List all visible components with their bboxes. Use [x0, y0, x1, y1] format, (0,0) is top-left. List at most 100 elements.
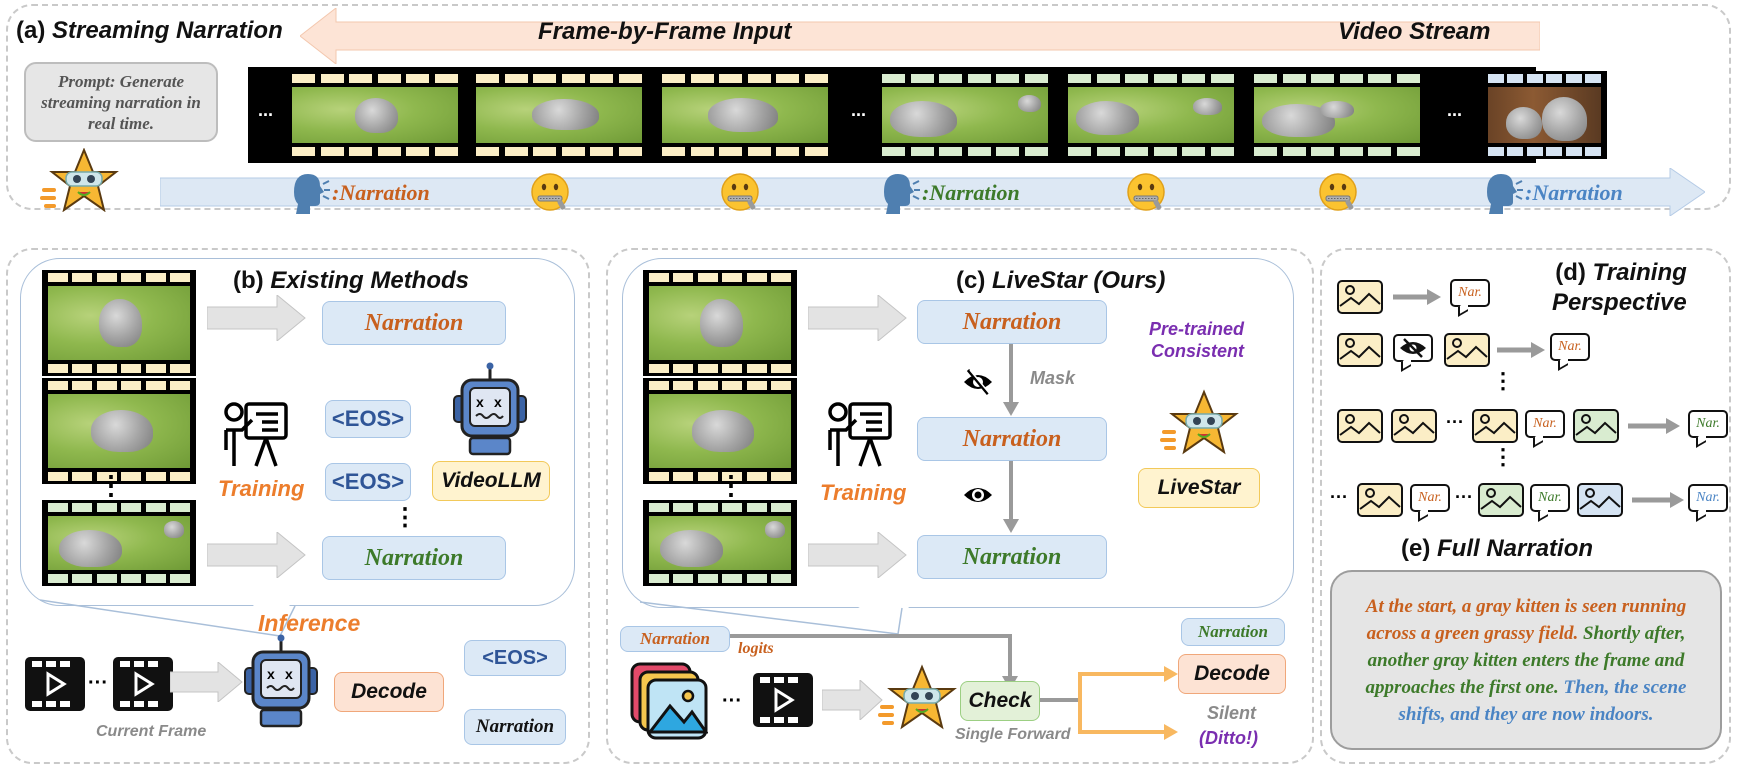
sprocket-hole [746, 381, 767, 390]
sprocket-holes-top [48, 273, 190, 282]
sprocket-hole [476, 74, 500, 83]
kitten-video-frame [1254, 87, 1420, 143]
kitten-video-frame [649, 286, 791, 360]
sprocket-hole [1396, 147, 1420, 156]
sprocket-hole [771, 364, 791, 373]
sprocket-hole [722, 503, 743, 512]
sprocket-hole [649, 472, 669, 481]
sprocket-holes-bottom [649, 574, 791, 583]
sprocket-hole [121, 574, 142, 583]
sprocket-hole [533, 147, 557, 156]
sprocket-hole [673, 381, 694, 390]
kitten-video-frame [48, 394, 190, 468]
sprocket-hole [1024, 147, 1048, 156]
sprocket-hole [649, 364, 669, 373]
panel-b-title: (b) Existing Methods [233, 267, 469, 295]
mountain-glyph [1478, 483, 1524, 517]
sprocket-hole [48, 364, 68, 373]
svg-text:x: x [267, 666, 275, 682]
sprocket-hole [145, 273, 166, 282]
sprocket-holes-bottom [48, 472, 190, 481]
sprocket-hole [170, 364, 190, 373]
logits-label: logits [738, 640, 774, 657]
prompt-box: Prompt: Generate streaming narration in … [24, 62, 218, 142]
livestar-training-region [622, 258, 1294, 608]
gray-right-arrow [1628, 418, 1680, 434]
sprocket-hole [349, 147, 373, 156]
sprocket-holes-top [476, 74, 642, 83]
sprocket-hole [967, 74, 991, 83]
eos-2-text: <EOS> [331, 469, 405, 494]
videollm-robot-icon: x x [453, 362, 527, 456]
panel-b-prefix: (b) [233, 267, 264, 294]
sprocket-holes-top [882, 74, 1048, 83]
sprocket-hole [996, 147, 1020, 156]
frame-to-livestar-arrow [822, 680, 883, 720]
sprocket-hole [1068, 74, 1092, 83]
sprocket-hole [96, 273, 117, 282]
video-frame-7 [1482, 71, 1607, 159]
sprocket-hole [533, 74, 557, 83]
mountain-glyph [1337, 409, 1383, 443]
frame-to-narration-arrow-2 [207, 532, 306, 578]
check-box: Check [960, 681, 1040, 721]
decode-narration-c-text: Narration [1198, 622, 1268, 641]
sprocket-hole [1254, 74, 1278, 83]
narration-bubble-icon: Nar. [1688, 484, 1728, 512]
inference-label: Inference [258, 610, 361, 636]
full-narration-box: At the start, a gray kitten is seen runn… [1330, 570, 1722, 750]
sprocket-hole [72, 273, 93, 282]
sprocket-hole [910, 74, 934, 83]
training-frame-3 [42, 500, 196, 586]
ellipsis-c: ··· [722, 690, 742, 712]
panel-c-prefix: (c) [956, 267, 986, 294]
narration-segment-3: Then, the scene shifts, and they are now… [1398, 676, 1687, 725]
narration-bubble-c1: Narration [917, 300, 1107, 344]
zipper-mouth-face-icon [720, 172, 760, 214]
panel-a-title: (a) Streaming Narration [16, 17, 283, 45]
decode-label-c: Decode [1194, 662, 1270, 685]
sprocket-hole [145, 503, 166, 512]
sprocket-hole [746, 273, 767, 282]
image-stack-icon [630, 662, 708, 740]
image-frame-icon [1391, 409, 1437, 443]
sprocket-holes-bottom [1068, 147, 1234, 156]
sprocket-hole [48, 503, 68, 512]
sprocket-hole [590, 147, 614, 156]
mountain-glyph [1357, 483, 1403, 517]
mountain-glyph [1573, 409, 1619, 443]
frame-by-frame-input-arrow [300, 8, 1540, 64]
decode-eos-text: <EOS> [482, 646, 548, 669]
speaking-head-icon [880, 172, 920, 214]
sprocket-hole [96, 574, 117, 583]
kitten-video-frame [649, 394, 791, 468]
sprocket-hole [662, 74, 686, 83]
pretrained-consistent-label: Pre-trained Consistent [1134, 318, 1244, 362]
mountain-glyph [1391, 409, 1437, 443]
sprocket-hole [939, 147, 963, 156]
svg-text:x: x [476, 394, 484, 410]
sprocket-hole [649, 503, 669, 512]
eos-1-text: <EOS> [331, 406, 405, 431]
sprocket-holes-bottom [476, 147, 642, 156]
training-frame-2 [643, 378, 797, 484]
sprocket-hole [697, 574, 718, 583]
ellipsis-start: ... [258, 100, 274, 120]
panel-b-title-text: Existing Methods [270, 267, 470, 294]
sprocket-holes-top [662, 74, 828, 83]
decode-narration-text: Narration [475, 716, 555, 737]
panel-d-title-line2: Perspective [1552, 289, 1687, 316]
sprocket-hole [882, 147, 906, 156]
video-stream-label: Video Stream [1338, 18, 1491, 46]
panel-e-prefix: (e) [1401, 535, 1431, 562]
sprocket-holes-bottom [48, 364, 190, 373]
sprocket-hole [1546, 147, 1563, 156]
kitten-image [59, 529, 122, 568]
kitten-image [164, 521, 185, 538]
sprocket-holes-top [48, 503, 190, 512]
sprocket-hole [804, 74, 828, 83]
video-frame-1 [286, 71, 464, 159]
full-narration-text: At the start, a gray kitten is seen runn… [1342, 593, 1710, 728]
image-frame-icon [1357, 483, 1403, 517]
sprocket-hole [882, 74, 906, 83]
